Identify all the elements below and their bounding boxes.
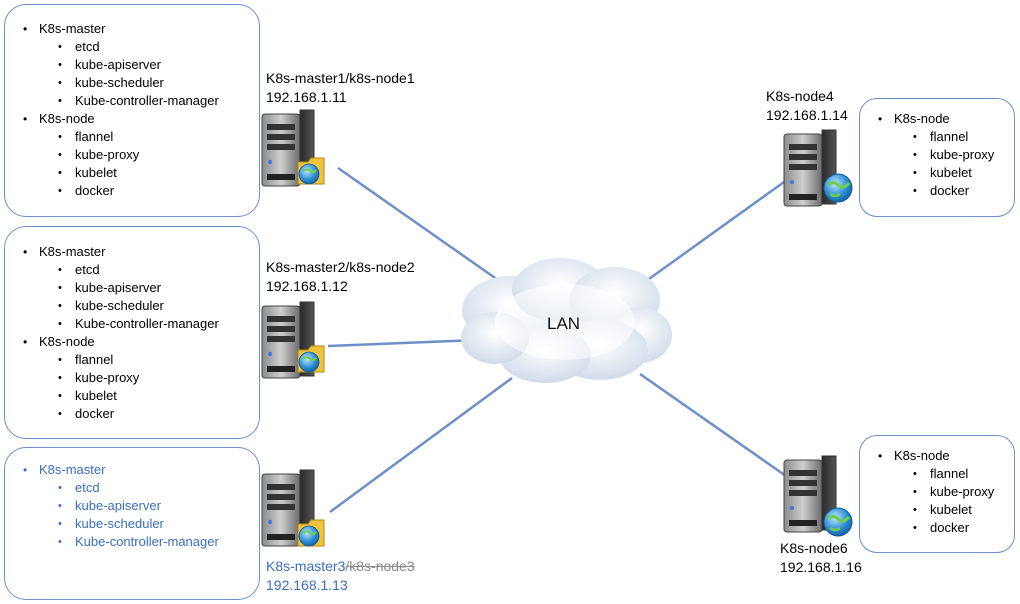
host-name: K8s-node4 — [766, 88, 834, 104]
link-h2 — [327, 338, 479, 348]
master-label: K8s-master — [39, 462, 106, 477]
box-h4: K8s-node flannel kube-proxy kubelet dock… — [859, 98, 1015, 217]
link-h1 — [337, 166, 499, 282]
component-item: kube-scheduler — [58, 515, 259, 533]
host-name: K8s-master3/k8s-node3 — [266, 557, 415, 576]
component-item: Kube-controller-manager — [58, 92, 259, 110]
host-ip: 192.168.1.14 — [766, 107, 848, 123]
box-h6: K8s-node flannel kube-proxy kubelet dock… — [859, 435, 1015, 553]
host-name: K8s-node6 — [780, 540, 848, 556]
component-item: kubelet — [58, 387, 259, 405]
component-item: kube-apiserver — [58, 497, 259, 515]
host-name-sep: / — [345, 558, 350, 574]
server-icon-h6 — [783, 455, 854, 538]
component-item: kube-apiserver — [58, 279, 259, 297]
component-item: docker — [58, 182, 259, 200]
server-icon-h3 — [261, 469, 325, 547]
node-label: K8s-node — [894, 111, 950, 126]
host-ip: 192.168.1.13 — [266, 577, 348, 593]
server-icon-h4 — [783, 129, 854, 207]
box-h2: K8s-master etcd kube-apiserver kube-sche… — [4, 226, 260, 439]
master-label: K8s-master — [39, 21, 106, 36]
component-item: kubelet — [913, 501, 1014, 519]
component-item: kube-scheduler — [58, 297, 259, 315]
lan-cloud — [461, 258, 672, 383]
component-item: kubelet — [913, 164, 1014, 182]
node-label: K8s-node — [894, 448, 950, 463]
host-name-master: K8s-master3 — [266, 558, 346, 574]
server-icon-h2 — [261, 301, 325, 379]
host-name: K8s-master2/k8s-node2 — [266, 259, 415, 275]
component-item: kube-proxy — [58, 369, 259, 387]
link-h3 — [329, 376, 513, 514]
component-item: flannel — [58, 351, 259, 369]
host-label-h3: K8s-master3/k8s-node3 192.168.1.13 — [266, 557, 415, 595]
host-name: K8s-master1/k8s-node1 — [266, 70, 415, 86]
component-item: docker — [913, 519, 1014, 537]
component-item: Kube-controller-manager — [58, 533, 259, 551]
node-label: K8s-node — [39, 334, 95, 349]
host-label-h4: K8s-node4 192.168.1.14 — [766, 87, 848, 125]
host-label-h1: K8s-master1/k8s-node1 192.168.1.11 — [266, 69, 415, 107]
host-label-h6: K8s-node6 192.168.1.16 — [780, 539, 862, 577]
master-label: K8s-master — [39, 244, 106, 259]
host-label-h2: K8s-master2/k8s-node2 192.168.1.12 — [266, 258, 415, 296]
server-icon-h1 — [261, 109, 325, 187]
component-item: kube-proxy — [913, 483, 1014, 501]
node-label: K8s-node — [39, 111, 95, 126]
component-item: Kube-controller-manager — [58, 315, 259, 333]
host-ip: 192.168.1.12 — [266, 278, 348, 294]
component-item: etcd — [58, 479, 259, 497]
component-item: docker — [58, 405, 259, 423]
component-item: kube-scheduler — [58, 74, 259, 92]
component-item: docker — [913, 182, 1014, 200]
component-item: flannel — [913, 465, 1014, 483]
component-item: kube-proxy — [913, 146, 1014, 164]
component-item: kube-apiserver — [58, 56, 259, 74]
component-item: kubelet — [58, 164, 259, 182]
box-h3: K8s-master etcd kube-apiserver kube-sche… — [4, 447, 260, 600]
component-item: flannel — [913, 128, 1014, 146]
link-h4 — [641, 180, 785, 286]
link-h6 — [639, 372, 787, 478]
host-ip: 192.168.1.16 — [780, 559, 862, 575]
lan-label: LAN — [547, 314, 581, 333]
box-h1: K8s-master etcd kube-apiserver kube-sche… — [4, 4, 260, 217]
host-ip: 192.168.1.11 — [266, 89, 347, 105]
component-item: flannel — [58, 128, 259, 146]
component-item: kube-proxy — [58, 146, 259, 164]
host-name-node-struck: k8s-node3 — [349, 558, 415, 574]
component-item: etcd — [58, 38, 259, 56]
component-item: etcd — [58, 261, 259, 279]
